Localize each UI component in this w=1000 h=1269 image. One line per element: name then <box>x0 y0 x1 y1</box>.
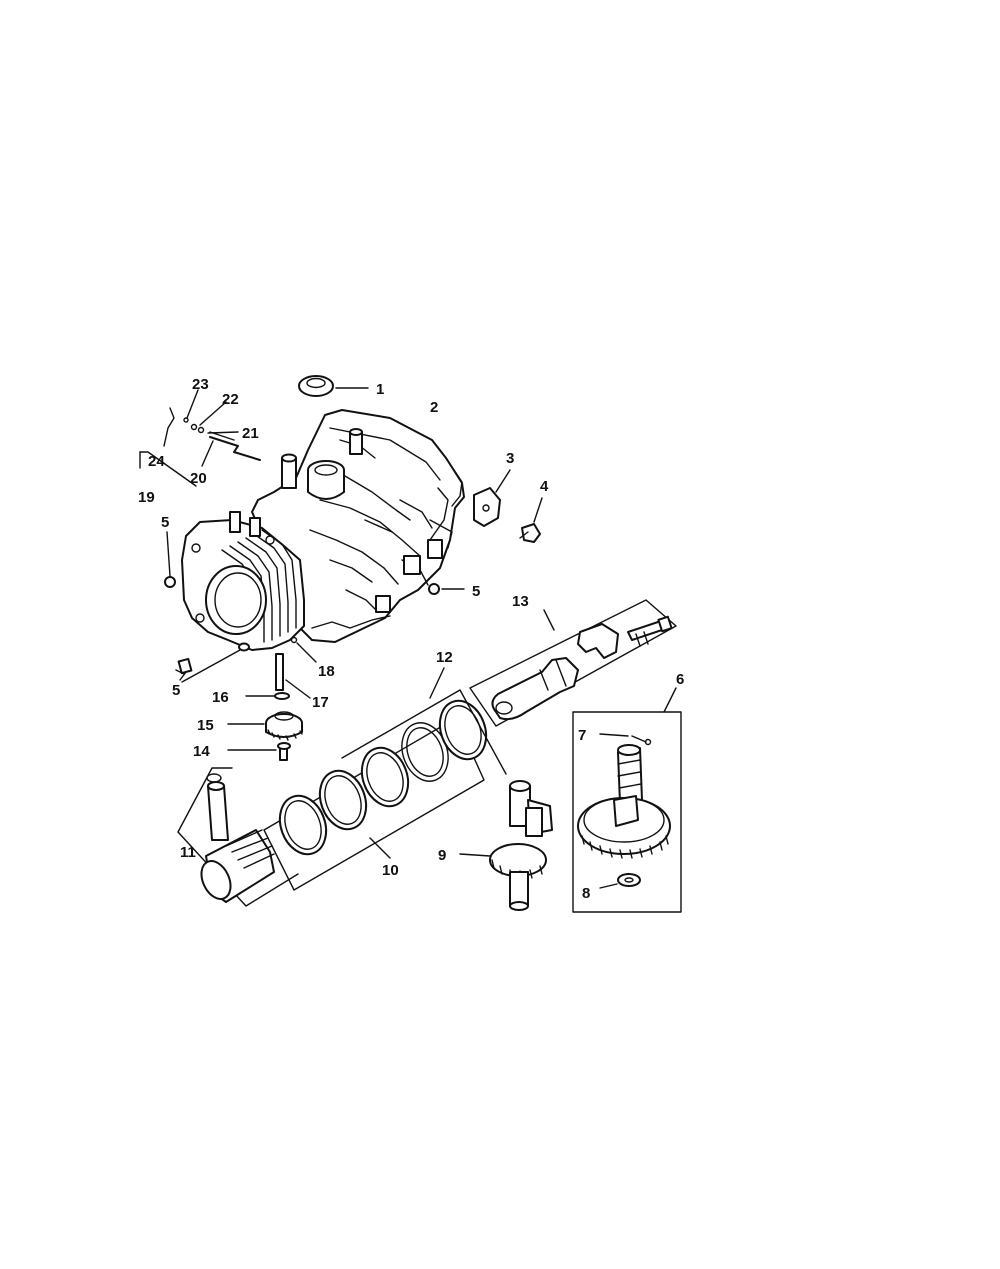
part-5-plugs <box>164 531 465 683</box>
part-14-pin <box>227 742 291 761</box>
part-group-19-breather <box>139 389 261 487</box>
part-11-piston-group <box>177 767 299 907</box>
callout-11: 11 <box>180 844 196 861</box>
callout-17: 17 <box>312 694 329 711</box>
callout-3: 3 <box>506 450 514 467</box>
part-13-connecting-rod <box>469 599 677 727</box>
callout-9: 9 <box>438 847 446 864</box>
callout-19: 19 <box>138 489 155 506</box>
callout-14: 14 <box>193 743 210 760</box>
callout-4: 4 <box>540 478 549 495</box>
callout-24: 24 <box>148 453 165 470</box>
callout-5c: 5 <box>172 682 180 699</box>
part-3-bracket <box>473 469 511 527</box>
callout-21: 21 <box>242 425 259 442</box>
callout-7: 7 <box>578 727 586 744</box>
callout-20: 20 <box>190 470 207 487</box>
part-16-washer <box>245 692 290 700</box>
callout-13: 13 <box>512 593 529 610</box>
callout-8: 8 <box>582 885 590 902</box>
part-2-crankcase <box>181 409 465 651</box>
callout-2: 2 <box>430 399 438 416</box>
part-18-ball <box>290 636 317 663</box>
part-6-camshaft-assembly <box>572 687 682 913</box>
callout-1: 1 <box>376 381 384 398</box>
part-9-crankshaft <box>459 780 553 911</box>
callout-22: 22 <box>222 391 239 408</box>
part-17-shaft <box>275 653 311 699</box>
callout-6: 6 <box>676 671 684 688</box>
callout-5b: 5 <box>472 583 480 600</box>
part-12-ring-set-outline <box>341 667 507 775</box>
callout-labels: 1 2 3 4 5 5 5 6 7 8 9 10 11 12 13 14 15 … <box>138 376 684 902</box>
callout-23: 23 <box>192 376 209 393</box>
callout-12: 12 <box>436 649 453 666</box>
callout-15: 15 <box>197 717 214 734</box>
part-4-bolt <box>519 497 543 543</box>
callout-10: 10 <box>382 862 399 879</box>
callout-18: 18 <box>318 663 335 680</box>
part-1-oil-seal <box>298 375 369 397</box>
part-15-governor-gear <box>227 711 303 741</box>
callout-16: 16 <box>212 689 229 706</box>
callout-5a: 5 <box>161 514 169 531</box>
